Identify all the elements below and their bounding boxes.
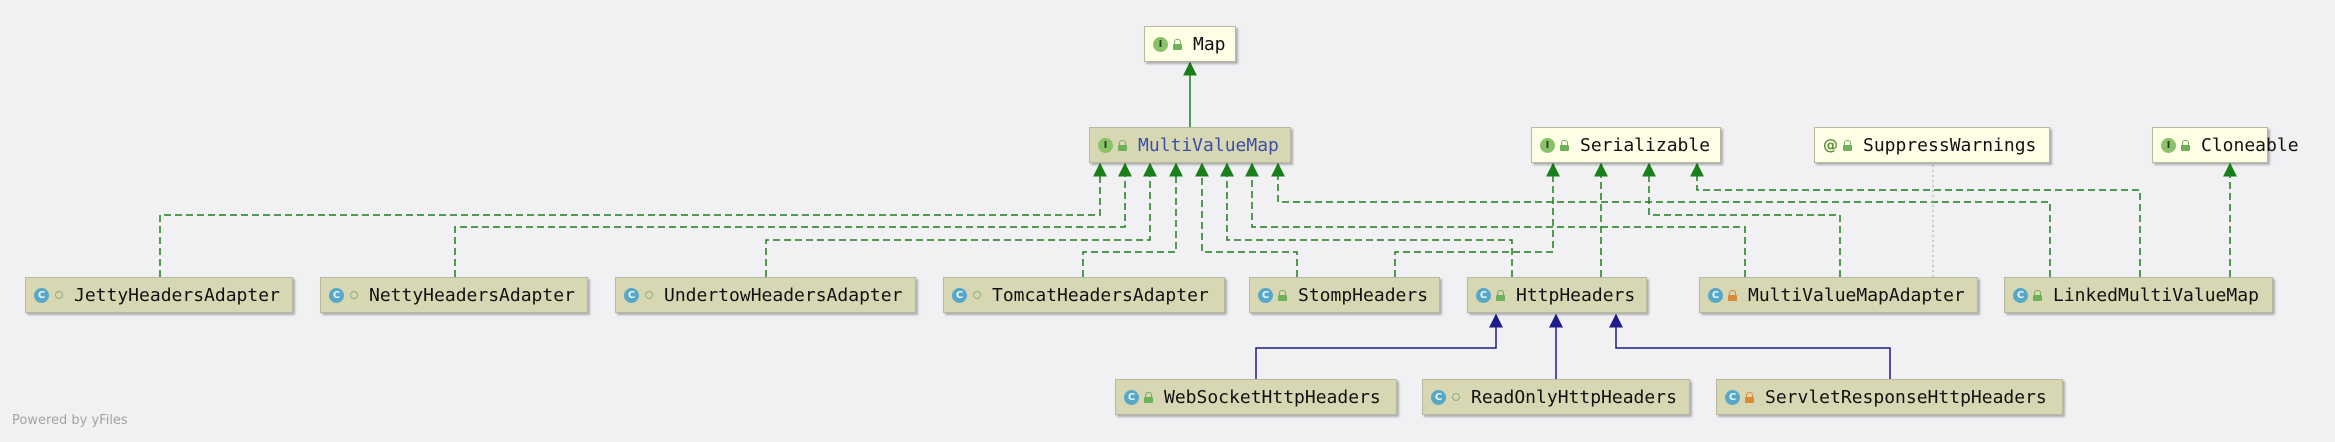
package-visibility-icon (972, 290, 982, 301)
node-label: LinkedMultiValueMap (2053, 284, 2259, 306)
public-visibility-icon (1278, 289, 1288, 301)
public-visibility-icon (1843, 139, 1853, 151)
edge-linkedmvm-multivaluemap (1271, 162, 2051, 277)
private-visibility-icon (1728, 289, 1738, 301)
node-label: JettyHeadersAdapter (74, 284, 280, 306)
public-visibility-icon (1118, 139, 1128, 151)
node-label: Cloneable (2201, 134, 2299, 156)
edge-stomp-multivaluemap (1195, 162, 1298, 277)
edge-undertow-multivaluemap (765, 162, 1157, 277)
node-label: SuppressWarnings (1863, 134, 2037, 156)
public-visibility-icon (2033, 289, 2043, 301)
node-label: WebSocketHttpHeaders (1164, 386, 1381, 408)
edge-httpheaders-multivaluemap (1220, 162, 1513, 277)
edge-stomp-serializable (1394, 162, 1560, 277)
node-label: TomcatHeadersAdapter (992, 284, 1209, 306)
class-icon: C (1725, 389, 1740, 405)
node-nettyheadersadapter[interactable]: C NettyHeadersAdapter (320, 277, 588, 313)
class-icon: C (1431, 389, 1446, 405)
interface-icon: I (1153, 36, 1168, 52)
public-visibility-icon (1560, 139, 1570, 151)
node-label: Map (1193, 33, 1226, 55)
package-visibility-icon (349, 290, 359, 301)
node-label: Serializable (1580, 134, 1711, 156)
interface-icon: I (1098, 137, 1113, 153)
node-readonlyhttpheaders[interactable]: C ReadOnlyHttpHeaders (1422, 379, 1690, 415)
node-suppresswarnings[interactable]: @ SuppressWarnings (1814, 127, 2050, 163)
node-multivaluemapadapter[interactable]: C MultiValueMapAdapter (1699, 277, 1978, 313)
interface-icon: I (1540, 137, 1555, 153)
class-icon: C (2013, 287, 2028, 303)
edge-websocket-httpheaders (1255, 313, 1503, 379)
node-servletresponsehttpheaders[interactable]: C ServletResponseHttpHeaders (1716, 379, 2063, 415)
class-icon: C (34, 287, 49, 303)
node-jettyheadersadapter[interactable]: C JettyHeadersAdapter (25, 277, 293, 313)
private-visibility-icon (1745, 391, 1755, 403)
node-serializable[interactable]: I Serializable (1531, 127, 1721, 163)
node-label: StompHeaders (1298, 284, 1429, 306)
edge-servletresponse-httpheaders (1609, 313, 1891, 379)
edge-jetty-multivaluemap (159, 162, 1107, 277)
package-visibility-icon (1451, 392, 1461, 403)
node-tomcatheadersadapter[interactable]: C TomcatHeadersAdapter (943, 277, 1225, 313)
node-httpheaders[interactable]: C HttpHeaders (1467, 277, 1647, 313)
class-icon: C (1708, 287, 1723, 303)
node-label: ReadOnlyHttpHeaders (1471, 386, 1677, 408)
node-map[interactable]: I Map (1144, 26, 1236, 62)
class-icon: C (624, 287, 639, 303)
node-label: MultiValueMapAdapter (1748, 284, 1965, 306)
class-icon: C (1258, 287, 1273, 303)
package-visibility-icon (54, 290, 64, 301)
annotation-icon: @ (1823, 136, 1838, 154)
node-websockethttpheaders[interactable]: C WebSocketHttpHeaders (1115, 379, 1397, 415)
node-linkedmultivaluemap[interactable]: C LinkedMultiValueMap (2004, 277, 2273, 313)
node-label: UndertowHeadersAdapter (664, 284, 903, 306)
node-label: NettyHeadersAdapter (369, 284, 575, 306)
class-icon: C (1476, 287, 1491, 303)
edge-linkedmvm-serializable (1690, 162, 2141, 277)
node-label: MultiValueMap (1138, 134, 1279, 156)
node-label: ServletResponseHttpHeaders (1765, 386, 2047, 408)
edge-netty-multivaluemap (454, 162, 1132, 277)
edge-mvmadapter-multivaluemap (1245, 162, 1746, 277)
public-visibility-icon (1496, 289, 1506, 301)
public-visibility-icon (2181, 139, 2191, 151)
class-icon: C (1124, 389, 1139, 405)
edge-mvmadapter-serializable (1642, 162, 1841, 277)
edge-tomcat-multivaluemap (1082, 162, 1183, 277)
public-visibility-icon (1144, 391, 1154, 403)
public-visibility-icon (1173, 38, 1183, 50)
node-cloneable[interactable]: I Cloneable (2152, 127, 2299, 163)
class-icon: C (329, 287, 344, 303)
node-undertowheadersadapter[interactable]: C UndertowHeadersAdapter (615, 277, 916, 313)
class-icon: C (952, 287, 967, 303)
node-stompheaders[interactable]: C StompHeaders (1249, 277, 1440, 313)
package-visibility-icon (644, 290, 654, 301)
powered-by-footer: Powered by yFiles (12, 413, 128, 428)
node-label: HttpHeaders (1516, 284, 1636, 306)
interface-icon: I (2161, 137, 2176, 153)
node-multivaluemap[interactable]: I MultiValueMap (1089, 127, 1291, 163)
